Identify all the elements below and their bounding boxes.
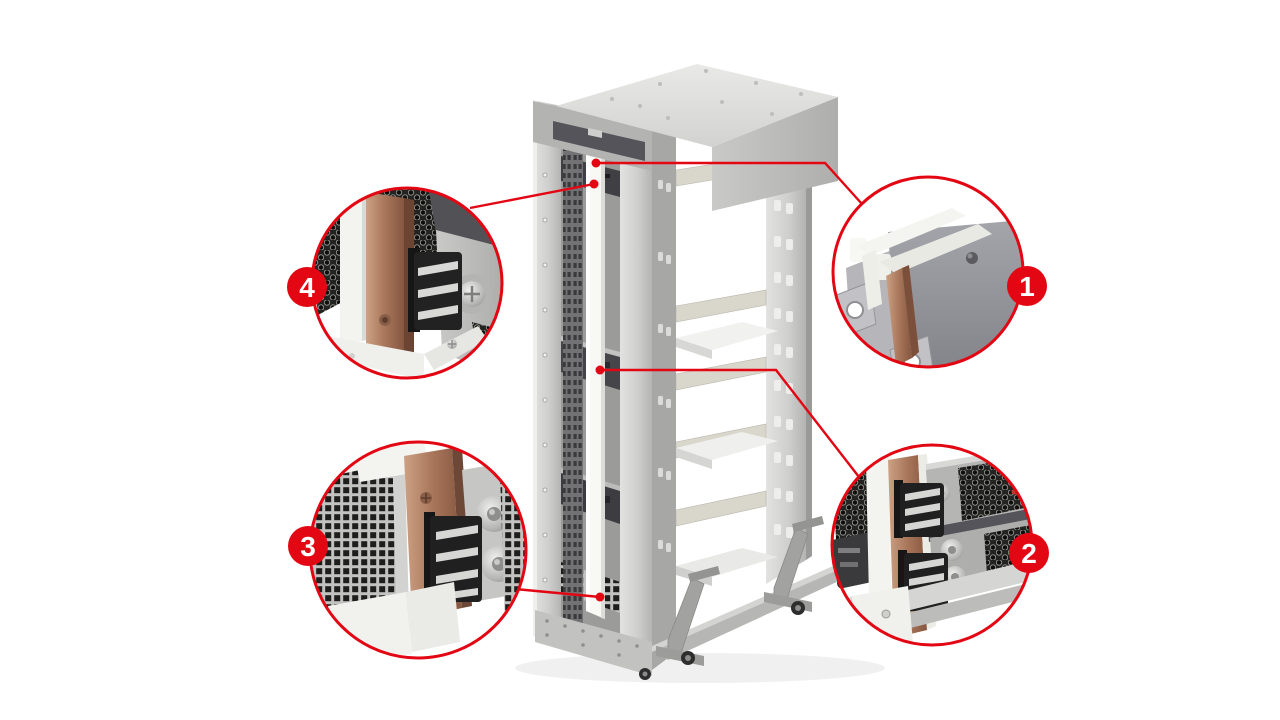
rack-front-left-post — [533, 100, 561, 645]
callout-badge-3: 3 — [288, 526, 328, 566]
callout-badge-2: 2 — [1009, 533, 1049, 573]
callout-3: 3 — [288, 440, 528, 660]
callout-badge-4: 4 — [287, 267, 327, 307]
rack-perforated-rail — [563, 128, 583, 636]
callout-4: 4 — [287, 186, 504, 380]
leader-lines — [469, 161, 863, 599]
rack-top-cap — [533, 64, 838, 211]
busbar-clamp-connector-2a — [894, 480, 944, 538]
busbar-clamp-connector — [408, 248, 462, 332]
leader-dot-3 — [595, 592, 605, 602]
server-rack-illustration — [515, 64, 885, 683]
callout-2: 2 — [830, 443, 1049, 647]
leader-dots — [589, 158, 605, 602]
rack-rear-right-post — [766, 140, 812, 584]
callout-badge-3-number: 3 — [300, 531, 316, 562]
rack-front-right-post — [620, 121, 652, 670]
callout-badge-1: 1 — [1007, 266, 1047, 306]
callout-1-detail — [833, 208, 1023, 367]
vertical-busbar-strip — [586, 130, 605, 619]
callout-1: 1 — [831, 175, 1047, 369]
leader-line-4 — [469, 182, 595, 210]
busbar-clamp-connector-3 — [424, 512, 482, 604]
leader-line-3 — [514, 587, 601, 599]
leader-dot-2 — [595, 365, 605, 375]
callout-2-detail — [832, 446, 1032, 645]
rack-front-right-post-side — [652, 124, 676, 670]
leader-dot-1 — [591, 158, 601, 168]
leader-dot-4 — [589, 179, 599, 189]
callout-badge-1-number: 1 — [1019, 271, 1035, 302]
callout-badge-2-number: 2 — [1021, 538, 1037, 569]
callout-badge-4-number: 4 — [299, 272, 315, 303]
leader-line-1 — [596, 161, 863, 205]
rack-base — [535, 516, 854, 680]
leader-line-2 — [600, 368, 860, 478]
